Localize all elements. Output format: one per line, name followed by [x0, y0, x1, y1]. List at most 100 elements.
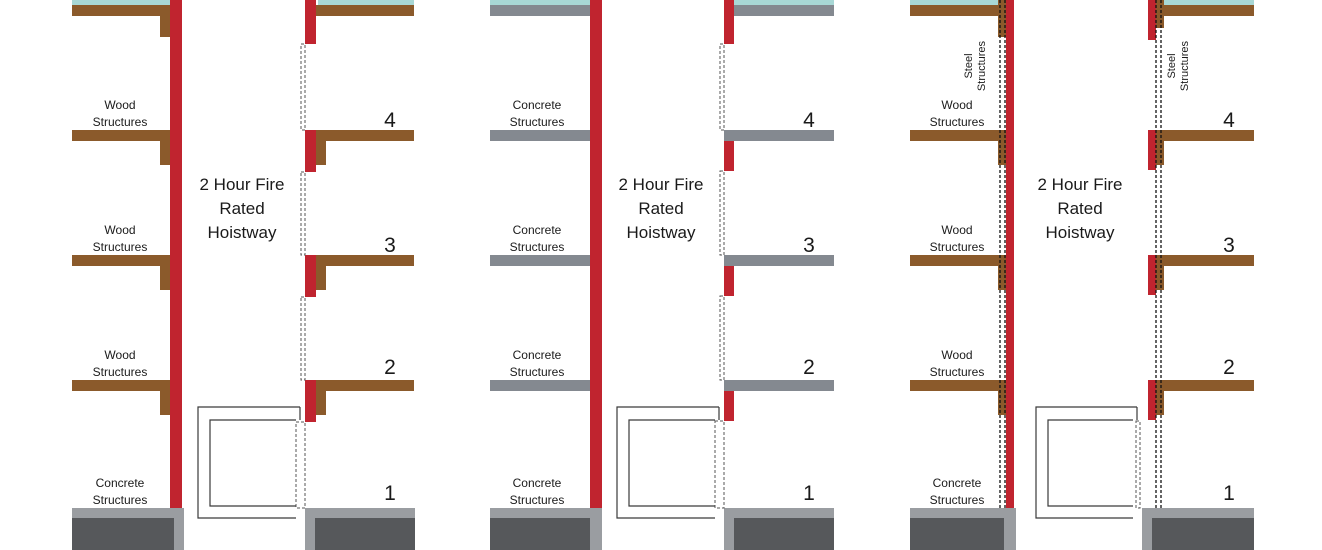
panel-1-drawing	[72, 0, 415, 550]
right-floor-2	[316, 380, 414, 391]
right-fire-wall-seg	[1148, 0, 1156, 40]
left-floor-4	[72, 130, 172, 141]
right-fire-wall-seg	[724, 266, 734, 296]
right-fire-wall-seg	[305, 0, 316, 44]
left-beam-top	[160, 16, 172, 37]
right-fire-wall-seg	[724, 0, 734, 44]
right-ground-top	[1142, 508, 1254, 518]
glass-strip-right	[734, 0, 834, 5]
floor-number: 3	[1223, 234, 1235, 257]
right-floor-4	[316, 130, 414, 141]
steel-column-left	[998, 141, 1006, 165]
right-floor-2	[724, 380, 834, 391]
left-floor-3	[490, 255, 592, 266]
left-floor-2	[72, 380, 172, 391]
steel-column-right	[1156, 0, 1164, 28]
right-ground	[315, 518, 415, 550]
right-beam-4	[316, 141, 326, 165]
elevator-door	[719, 43, 725, 131]
steel-column-right	[1156, 266, 1164, 290]
left-ground	[910, 518, 1004, 550]
elevator-door	[300, 171, 306, 256]
right-ground	[734, 518, 834, 550]
left-ground-top	[910, 508, 1014, 518]
right-floor-3	[1152, 255, 1254, 266]
elevator-door-open	[714, 420, 725, 509]
panel-2-drawing	[490, 0, 834, 550]
left-beam-3	[160, 266, 172, 290]
right-ground	[1152, 518, 1254, 550]
floor-number: 1	[803, 482, 815, 505]
panel-3-drawing	[910, 0, 1254, 550]
glass-strip-right	[318, 0, 414, 5]
left-floor-3	[910, 255, 1012, 266]
right-fire-wall-seg	[1148, 380, 1156, 420]
elevator-car	[197, 406, 301, 519]
floor-number: 2	[803, 356, 815, 379]
floor-number: 1	[1223, 482, 1235, 505]
floor-number: 3	[803, 234, 815, 257]
left-floor-3	[72, 255, 172, 266]
right-fire-wall-seg	[724, 141, 734, 171]
floor-number: 4	[803, 109, 815, 132]
left-floor-4	[910, 130, 1012, 141]
left-ground	[490, 518, 590, 550]
glass-strip-right	[1164, 0, 1254, 5]
left-floor-2	[490, 380, 592, 391]
right-floor-top	[1152, 5, 1254, 16]
right-beam-2	[316, 391, 326, 415]
left-floor-2	[910, 380, 1012, 391]
right-ground-edge	[305, 518, 315, 550]
right-ground-edge	[1142, 518, 1152, 550]
left-floor-top	[72, 5, 172, 16]
right-floor-top	[734, 5, 834, 16]
left-floor-top	[490, 5, 592, 16]
left-beam-4	[160, 141, 172, 165]
floor-number: 4	[384, 109, 396, 132]
right-ground-top	[724, 508, 834, 518]
left-ground-top	[490, 508, 602, 518]
right-beam-3	[316, 266, 326, 290]
elevator-door	[719, 295, 725, 381]
left-floor-top	[910, 5, 1012, 16]
left-ground-top	[72, 508, 184, 518]
right-floor-4	[724, 130, 834, 141]
left-fire-wall	[590, 0, 602, 508]
floor-number: 2	[1223, 356, 1235, 379]
left-fire-wall	[170, 0, 182, 508]
right-floor-3	[316, 255, 414, 266]
steel-column-right	[1156, 141, 1164, 165]
right-floor-4	[1152, 130, 1254, 141]
right-floor-top	[316, 5, 414, 16]
elevator-door	[719, 170, 725, 256]
elevator-door-open	[295, 421, 306, 509]
floor-number: 1	[384, 482, 396, 505]
steel-column-left	[998, 391, 1006, 415]
right-fire-wall-seg	[1148, 130, 1156, 170]
left-fire-wall	[1006, 0, 1014, 508]
elevator-car	[616, 406, 720, 519]
right-fire-wall-seg	[305, 130, 316, 172]
right-fire-wall-seg	[305, 380, 316, 422]
right-fire-wall-seg	[724, 391, 734, 421]
steel-column-left	[998, 266, 1006, 290]
